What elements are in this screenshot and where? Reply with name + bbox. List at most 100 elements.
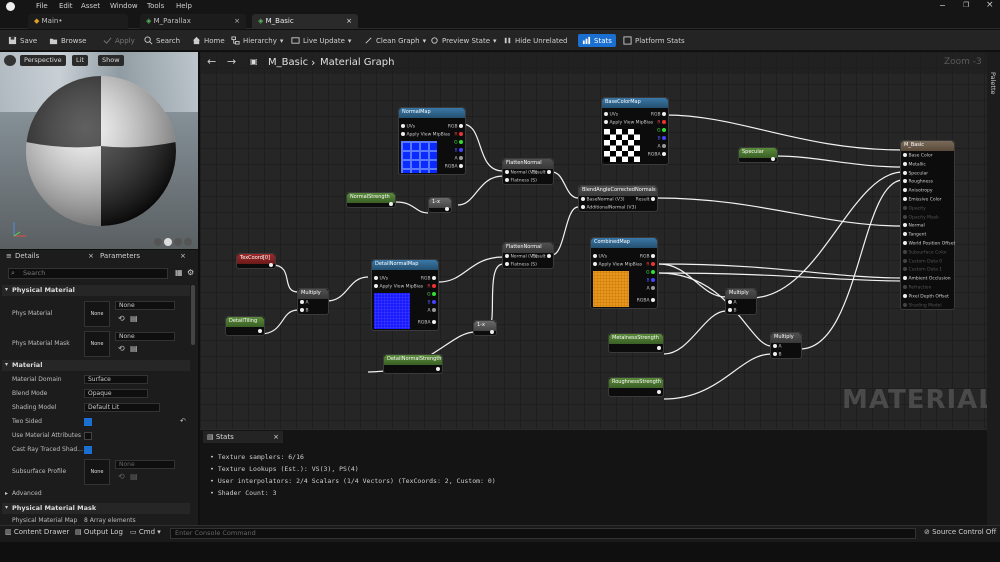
tab-details[interactable]: Details: [15, 252, 40, 260]
pin-dot[interactable]: [662, 112, 666, 116]
result-pin[interactable]: Shading Model: [903, 302, 942, 308]
result-pin[interactable]: Normal: [903, 223, 925, 229]
use-selected-icon[interactable]: ⟲: [118, 344, 125, 353]
source-control-button[interactable]: ⊘ Source Control Off: [924, 528, 997, 536]
pin-dot[interactable]: [903, 205, 907, 210]
pin-dot[interactable]: [903, 197, 907, 201]
clean-graph-button[interactable]: Clean Graph▾: [364, 34, 426, 47]
pin-dot[interactable]: [547, 254, 551, 258]
maximize-icon[interactable]: ❐: [963, 1, 970, 9]
forward-arrow-icon[interactable]: →: [227, 55, 237, 68]
viewport-menu-icon[interactable]: [4, 55, 16, 66]
node-multiply-1[interactable]: Multiply A B: [297, 288, 329, 315]
node-normalstrength[interactable]: NormalStrength: [346, 192, 396, 208]
pin-dot[interactable]: [773, 352, 777, 356]
hierarchy-button[interactable]: Hierarchy▾: [231, 34, 283, 47]
pin-dot[interactable]: [581, 205, 585, 209]
preview-state-button[interactable]: Preview State▾: [430, 34, 497, 47]
reset-to-default-icon[interactable]: ↶: [180, 417, 186, 425]
pin-dot[interactable]: [903, 161, 907, 166]
menu-tools[interactable]: Tools: [147, 2, 165, 10]
pin-dot[interactable]: [389, 202, 393, 206]
node-blendanglecorrectednormals[interactable]: BlendAngleCorrectedNormals BaseNormal (V…: [578, 185, 658, 212]
pin-dot[interactable]: [459, 124, 463, 128]
node-roughnessstrength[interactable]: RoughnessStrength: [608, 377, 664, 397]
pin-dot[interactable]: [432, 320, 436, 324]
minimize-icon[interactable]: −: [939, 1, 946, 10]
pin-dot[interactable]: [401, 132, 405, 136]
pin-dot[interactable]: [657, 346, 661, 350]
pin-dot[interactable]: [300, 308, 304, 312]
pin-dot[interactable]: [651, 262, 655, 266]
result-pin[interactable]: Emissive Color: [903, 197, 941, 203]
node-oneminus-1[interactable]: 1-x: [428, 197, 452, 213]
pin-dot[interactable]: [903, 232, 907, 237]
node-detailnormalmap[interactable]: DetailNormalMap UVs Apply View MipBias R…: [371, 259, 439, 331]
node-detailnormalstrength[interactable]: DetailNormalStrength: [383, 354, 443, 374]
breadcrumb-asset[interactable]: M_Basic: [268, 57, 309, 68]
search-button[interactable]: Search: [144, 34, 180, 47]
pin-dot[interactable]: [269, 263, 273, 267]
result-pin[interactable]: Tangent: [903, 232, 926, 238]
perspective-button[interactable]: Perspective: [20, 55, 66, 66]
menu-file[interactable]: File: [36, 2, 48, 10]
pin-dot[interactable]: [773, 344, 777, 348]
result-pin[interactable]: Ambient Occlusion: [903, 276, 951, 282]
pin-dot[interactable]: [436, 367, 440, 371]
pin-dot[interactable]: [903, 179, 907, 184]
pin-dot[interactable]: [459, 148, 463, 152]
pin-dot[interactable]: [662, 152, 666, 156]
pin-dot[interactable]: [432, 292, 436, 296]
pin-dot[interactable]: [547, 170, 551, 174]
menu-help[interactable]: Help: [176, 2, 192, 10]
node-texcoord[interactable]: TexCoord[0]: [236, 253, 276, 269]
node-oneminus-2[interactable]: 1-x: [473, 320, 497, 336]
result-pin[interactable]: Opacity: [903, 205, 926, 211]
tab-parameters[interactable]: Parameters: [100, 252, 141, 260]
pin-dot[interactable]: [903, 170, 907, 175]
pin-dot[interactable]: [505, 178, 509, 182]
pin-dot[interactable]: [374, 284, 378, 288]
pin-dot[interactable]: [662, 120, 666, 124]
result-pin[interactable]: Pixel Depth Offset: [903, 293, 949, 299]
pin-dot[interactable]: [459, 132, 463, 136]
plane-preview-icon[interactable]: [174, 238, 182, 246]
pin-dot[interactable]: [604, 120, 608, 124]
pin-dot[interactable]: [662, 128, 666, 132]
pin-dot[interactable]: [903, 302, 907, 307]
sphere-preview-icon[interactable]: [164, 238, 172, 246]
menu-asset[interactable]: Asset: [81, 2, 101, 10]
browse-asset-icon[interactable]: ▤: [130, 344, 138, 353]
result-pin[interactable]: Refraction: [903, 285, 931, 291]
pin-dot[interactable]: [459, 140, 463, 144]
use-material-attributes-checkbox[interactable]: [84, 432, 92, 440]
platform-stats-button[interactable]: Platform Stats: [623, 34, 685, 47]
pin-dot[interactable]: [490, 330, 494, 334]
browse-asset-icon[interactable]: ▤: [130, 472, 138, 481]
close-tab-icon[interactable]: ×: [346, 17, 352, 25]
apply-button[interactable]: Apply: [103, 34, 135, 47]
pin-dot[interactable]: [651, 298, 655, 302]
pin-dot[interactable]: [505, 170, 509, 174]
section-material[interactable]: Material: [2, 360, 190, 371]
node-combinedmap[interactable]: CombinedMap UVs Apply View MipBias RGB R…: [590, 237, 658, 309]
node-flattennormal-2[interactable]: FlattenNormal Normal (V3) Flatness (S) R…: [502, 242, 554, 269]
cmd-dropdown[interactable]: ▭ Cmd ▾: [130, 528, 161, 536]
menu-edit[interactable]: Edit: [59, 2, 73, 10]
browse-asset-icon[interactable]: ▤: [130, 314, 138, 323]
details-scrollbar[interactable]: [191, 285, 195, 345]
result-pin[interactable]: Base Color: [903, 153, 933, 159]
node-metalnessstrength[interactable]: MetalnessStrength: [608, 333, 664, 353]
result-pin[interactable]: World Position Offset: [903, 241, 955, 247]
close-stats-icon[interactable]: ×: [273, 433, 279, 441]
pin-dot[interactable]: [593, 262, 597, 266]
result-pin[interactable]: Opacity Mask: [903, 214, 939, 220]
lit-button[interactable]: Lit: [72, 55, 88, 66]
two-sided-checkbox[interactable]: [84, 418, 92, 426]
pin-dot[interactable]: [651, 254, 655, 258]
shading-model-dropdown[interactable]: Default Lit: [84, 403, 160, 412]
section-physical-material[interactable]: Physical Material: [2, 285, 190, 296]
pin-dot[interactable]: [459, 164, 463, 168]
save-button[interactable]: Save: [8, 34, 37, 47]
pin-dot[interactable]: [505, 254, 509, 258]
